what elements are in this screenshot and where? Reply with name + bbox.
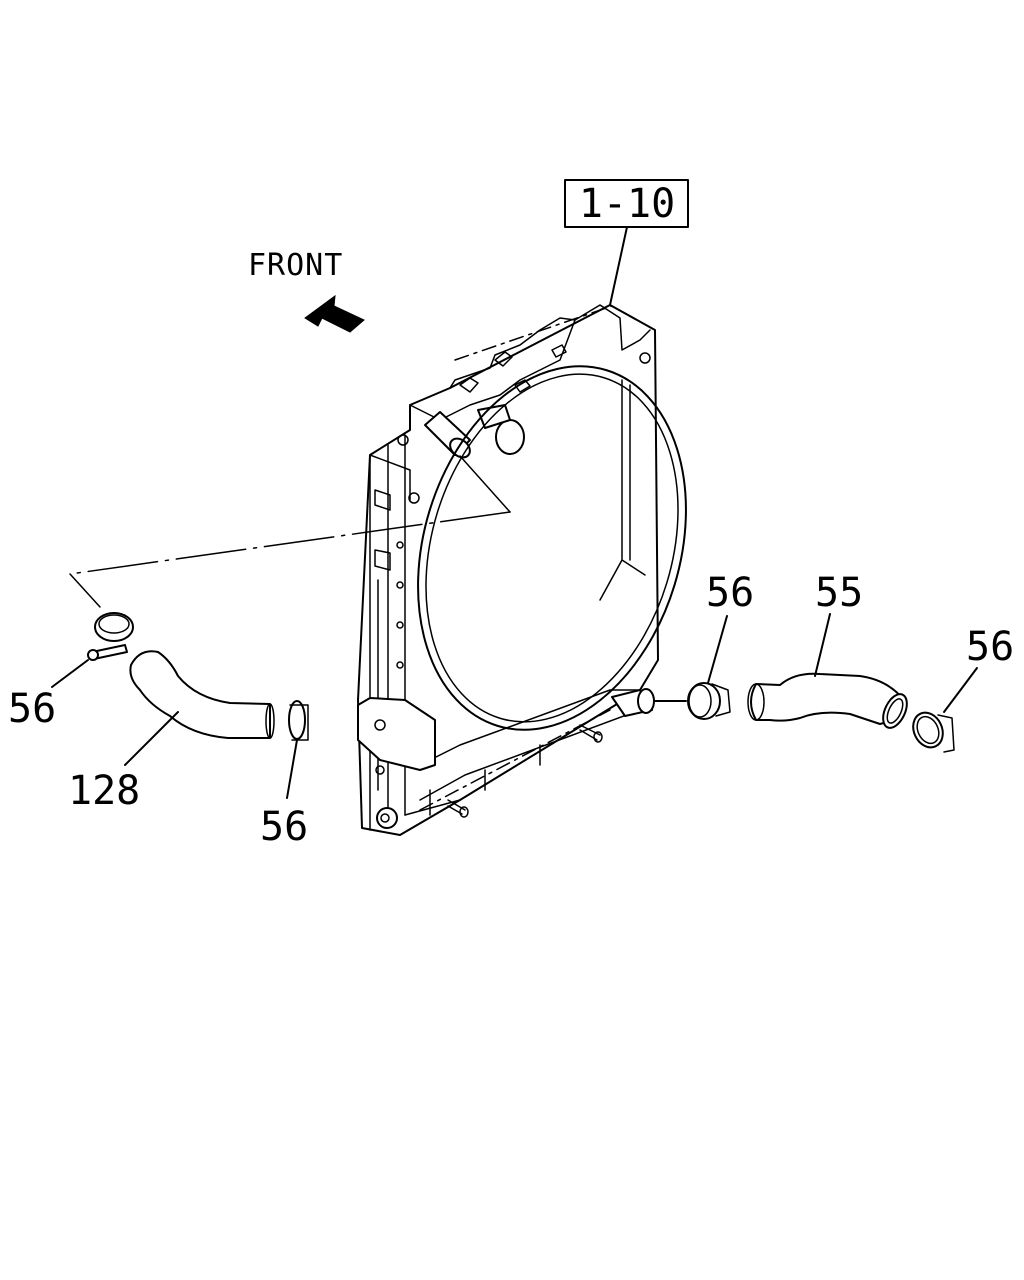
assembly-ref-callout[interactable]: 1-10 bbox=[564, 179, 689, 306]
callout-clamp-right-inner: 56 bbox=[706, 570, 754, 616]
drain-plug bbox=[374, 719, 398, 829]
top-centerline bbox=[454, 305, 613, 361]
hose-upper-body bbox=[129, 650, 271, 739]
front-arrow-icon bbox=[304, 294, 365, 333]
fan-shroud-ring-inner bbox=[425, 373, 679, 723]
mounting-bracket bbox=[357, 697, 436, 771]
clamp-ring-inner bbox=[916, 715, 940, 745]
clamp-right-inner[interactable]: 56 bbox=[687, 570, 754, 720]
clamp-right-outer[interactable]: 56 bbox=[908, 624, 1014, 753]
assembly-ref-leader bbox=[609, 226, 628, 306]
hose-lower-body bbox=[750, 672, 905, 725]
hose-upper-end bbox=[265, 703, 275, 739]
callout-hose-upper: 128 bbox=[68, 768, 140, 814]
clamp-ring bbox=[687, 682, 721, 720]
clamp-ring-inner bbox=[688, 684, 712, 718]
radiator-assembly[interactable] bbox=[357, 304, 729, 836]
shroud-inner-edge bbox=[599, 379, 646, 601]
radiator-rivets bbox=[396, 352, 651, 709]
radiator-cap bbox=[477, 404, 525, 455]
bottom-centerline bbox=[419, 709, 611, 811]
clamp-right-inner-leader bbox=[707, 615, 728, 684]
front-label: FRONT bbox=[248, 248, 343, 283]
radiator-bottom-tank bbox=[404, 689, 641, 816]
clamp-ring bbox=[288, 700, 306, 740]
upper-connection-leader bbox=[69, 455, 511, 608]
mounting-pegs bbox=[447, 724, 603, 818]
hose-upper-leader bbox=[124, 711, 179, 766]
hose-lower[interactable]: 55 bbox=[747, 570, 912, 732]
hose-lower-end-bore bbox=[886, 698, 904, 724]
lower-outlet-pipe bbox=[611, 688, 687, 717]
clamp-screw bbox=[711, 683, 731, 717]
clamp-left-upper[interactable]: 56 bbox=[8, 612, 134, 732]
clamp-screw-head bbox=[87, 649, 99, 661]
clamp-ring-inner bbox=[98, 614, 130, 634]
callout-clamp-right-outer: 56 bbox=[966, 624, 1014, 670]
callout-hose-lower: 55 bbox=[815, 570, 863, 616]
radiator-top-tank bbox=[409, 304, 651, 421]
clamp-screw bbox=[289, 704, 309, 741]
hose-upper[interactable]: 128 bbox=[68, 650, 275, 814]
clamp-right-outer-leader bbox=[943, 667, 978, 713]
fan-shroud-ring-outer bbox=[417, 365, 687, 731]
hose-lower-end-right bbox=[882, 693, 908, 729]
clamp-left-lower-leader bbox=[286, 739, 298, 799]
hose-lower-leader bbox=[814, 613, 831, 677]
front-indicator: FRONT bbox=[248, 248, 365, 333]
radiator-left-column bbox=[369, 434, 411, 831]
hose-lower-end-left bbox=[747, 683, 765, 721]
clamp-screw bbox=[937, 714, 955, 753]
assembly-ref-label: 1-10 bbox=[579, 181, 675, 227]
callout-clamp-left-upper: 56 bbox=[8, 686, 56, 732]
clamp-ring bbox=[94, 612, 134, 642]
clamp-left-lower[interactable]: 56 bbox=[260, 700, 309, 850]
callout-clamp-left-lower: 56 bbox=[260, 804, 308, 850]
clamp-left-upper-leader bbox=[51, 659, 89, 688]
clamp-ring bbox=[912, 711, 944, 749]
